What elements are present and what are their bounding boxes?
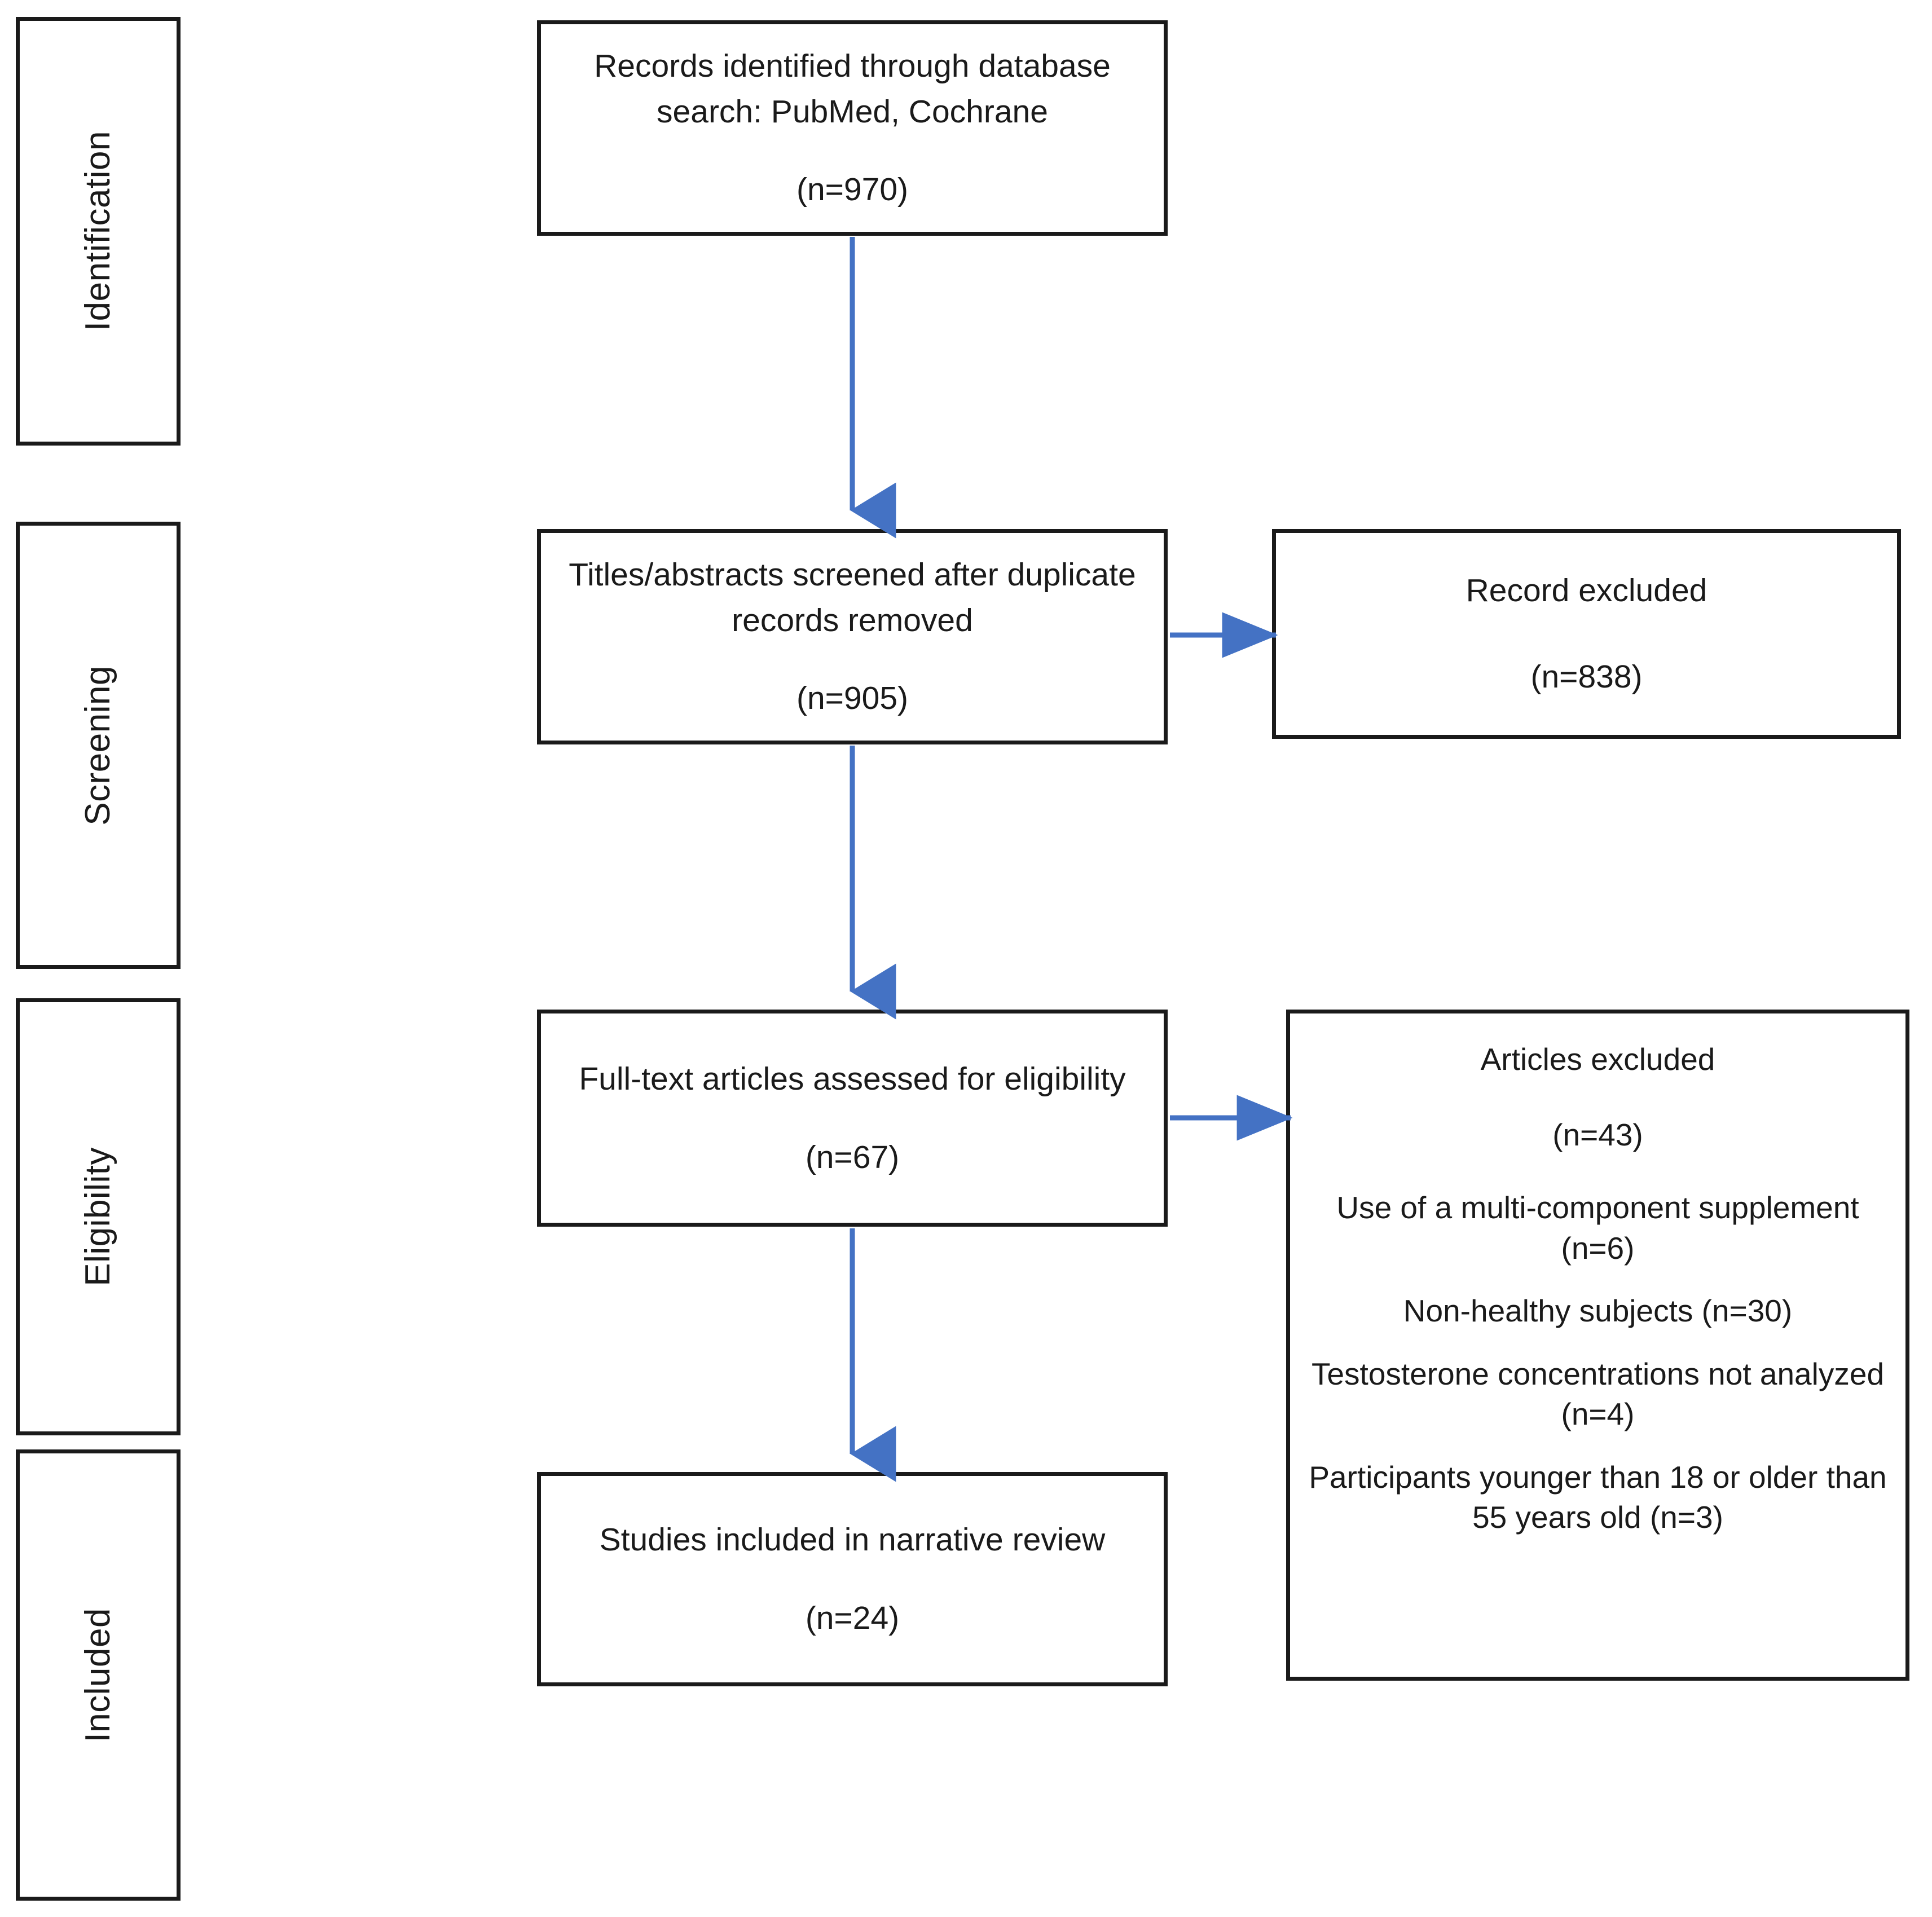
flow-box-titles-abstracts-screened-count: (n=905) (796, 680, 909, 717)
stage-box-included: Included (16, 1449, 181, 1901)
stage-box-eligibility: Eligibility (16, 998, 181, 1435)
stage-label-screening: Screening (78, 665, 117, 826)
exclusion-reason-age-out-of-range: Participants younger than 18 or older th… (1309, 1459, 1887, 1535)
exclusion-box-articles-excluded-count: (n=43) (1552, 1117, 1643, 1152)
stage-label-included: Included (78, 1607, 117, 1743)
flow-box-full-text-assessed: Full-text articles assessed for eligibil… (537, 1010, 1168, 1227)
stage-box-identification: Identification (16, 17, 181, 446)
stage-label-identification: Identification (78, 131, 117, 332)
flow-box-titles-abstracts-screened: Titles/abstracts screened after duplicat… (537, 529, 1168, 744)
flow-box-studies-included: Studies included in narrative review (n=… (537, 1472, 1168, 1686)
flow-box-studies-included-text: Studies included in narrative review (599, 1522, 1106, 1558)
flow-box-full-text-assessed-text: Full-text articles assessed for eligibil… (579, 1060, 1126, 1097)
stage-label-eligibility: Eligibility (78, 1147, 117, 1286)
stage-box-screening: Screening (16, 522, 181, 969)
flow-box-full-text-assessed-count: (n=67) (805, 1139, 900, 1175)
flow-box-studies-included-count: (n=24) (805, 1600, 900, 1636)
flow-box-titles-abstracts-screened-text: Titles/abstracts screened after duplicat… (569, 556, 1136, 638)
exclusion-reason-testosterone-not-analyzed: Testosterone concentrations not analyzed… (1311, 1356, 1885, 1432)
exclusion-reason-non-healthy-subjects: Non-healthy subjects (n=30) (1403, 1293, 1793, 1328)
exclusion-reason-multi-component-supplement: Use of a multi-component supplement (n=6… (1336, 1190, 1859, 1266)
flow-box-records-identified-text: Records identified through database sear… (594, 47, 1111, 130)
exclusion-box-record-excluded-count: (n=838) (1530, 659, 1643, 695)
flow-box-records-identified-count: (n=970) (796, 171, 909, 208)
exclusion-box-record-excluded: Record excluded (n=838) (1272, 529, 1901, 739)
exclusion-box-articles-excluded: Articles excluded (n=43) Use of a multi-… (1286, 1010, 1909, 1681)
flow-box-records-identified: Records identified through database sear… (537, 20, 1168, 236)
exclusion-box-record-excluded-text: Record excluded (1465, 572, 1707, 609)
exclusion-box-articles-excluded-heading: Articles excluded (1480, 1042, 1715, 1077)
